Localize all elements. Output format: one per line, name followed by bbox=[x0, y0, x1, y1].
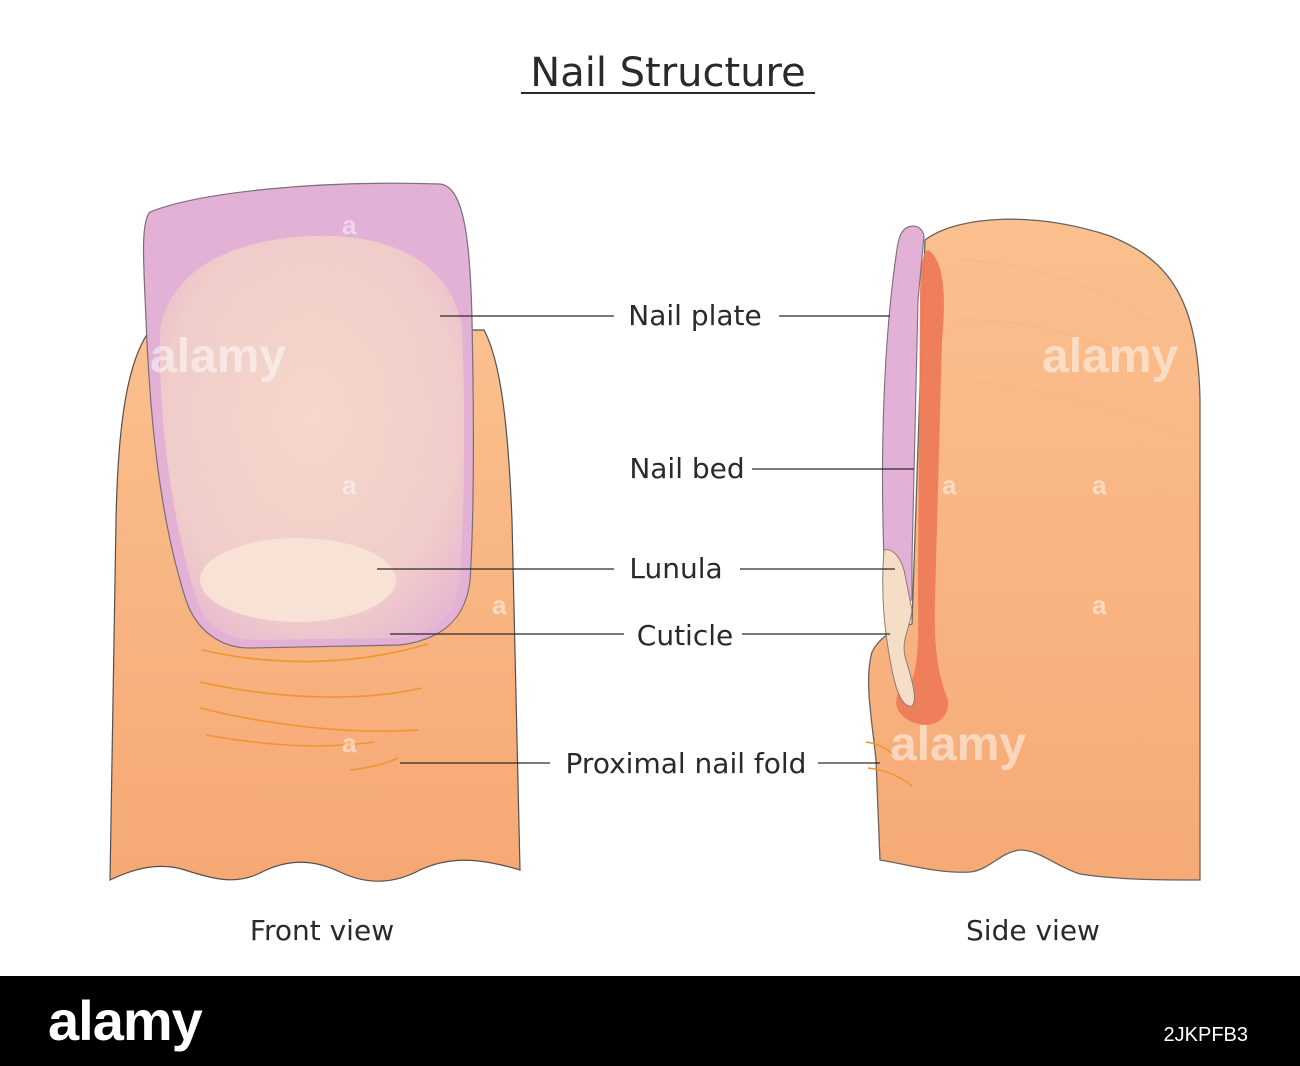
watermark-mark-6: a bbox=[1092, 590, 1107, 620]
side-nail-bed bbox=[896, 250, 949, 725]
watermark-text-2: alamy bbox=[1042, 330, 1178, 383]
watermark: alamy alamy alamy a a a a a a a bbox=[150, 210, 1178, 771]
footer-image-id: 2JKPFB3 bbox=[1163, 1024, 1248, 1046]
leader-lines bbox=[377, 315, 914, 764]
label-nail-plate: Nail plate bbox=[628, 299, 761, 332]
label-proximal-nail-fold: Proximal nail fold bbox=[566, 747, 807, 780]
side-view-finger bbox=[865, 218, 1201, 881]
watermark-text-1: alamy bbox=[150, 330, 286, 383]
label-lunula: Lunula bbox=[629, 552, 722, 585]
caption-front-view: Front view bbox=[250, 914, 394, 947]
side-creases bbox=[865, 741, 913, 787]
front-view-finger bbox=[109, 182, 521, 882]
watermark-mark-7: a bbox=[1092, 470, 1107, 500]
stock-footer-bar: alamy 2JKPFB3 bbox=[0, 976, 1300, 1066]
side-finger-skin bbox=[867, 218, 1201, 881]
watermark-mark-3: a bbox=[492, 590, 507, 620]
watermark-mark-2: a bbox=[342, 470, 357, 500]
watermark-mark-4: a bbox=[342, 728, 357, 758]
caption-side-view: Side view bbox=[966, 914, 1100, 947]
page-title: Nail Structure bbox=[530, 50, 805, 96]
watermark-text-3: alamy bbox=[890, 718, 1026, 771]
side-contours bbox=[944, 259, 1197, 506]
side-cuticle bbox=[882, 549, 915, 707]
front-creases bbox=[199, 643, 429, 771]
label-nail-bed: Nail bed bbox=[629, 452, 744, 485]
watermark-mark-1: a bbox=[342, 210, 357, 240]
side-nail-plate bbox=[881, 225, 925, 601]
nail-structure-diagram: Nail Structure bbox=[109, 50, 1201, 947]
footer-logo: alamy bbox=[48, 989, 203, 1052]
front-nail-inner bbox=[159, 235, 465, 640]
watermark-mark-5: a bbox=[942, 470, 957, 500]
label-cuticle: Cuticle bbox=[637, 619, 733, 652]
front-lunula bbox=[200, 538, 396, 622]
